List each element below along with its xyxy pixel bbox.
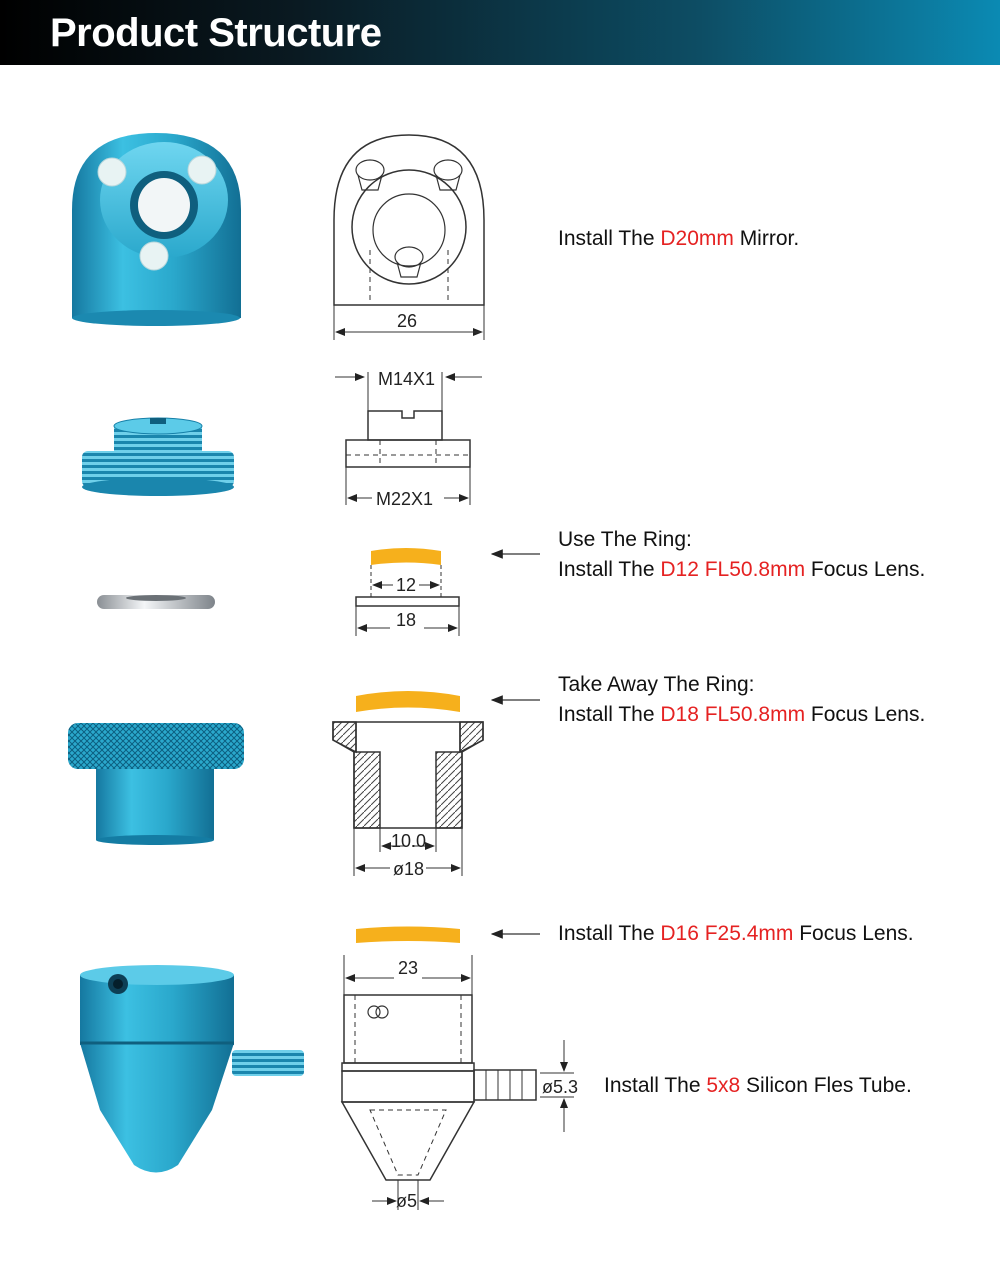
caption-mirror-highlight: D20mm — [660, 227, 734, 250]
knurled-nut-photo — [68, 723, 244, 845]
dimension-ring-inner: 12 — [396, 575, 416, 595]
caption-no-ring-lens-prefix: Install The — [558, 703, 661, 726]
caption-mirror: Install The D20mm Mirror. — [558, 224, 799, 254]
caption-ring-lens-line1: Use The Ring: — [558, 528, 692, 551]
air-nozzle-photo — [80, 965, 304, 1173]
caption-no-ring-lens: Take Away The Ring: Install The D18 FL50… — [558, 670, 925, 730]
caption-nozzle-lens-suffix: Focus Lens. — [793, 922, 914, 945]
lens-ring-drawing — [355, 548, 540, 636]
caption-ring-lens: Use The Ring: Install The D12 FL50.8mm F… — [558, 525, 925, 585]
dimension-width-1: 26 — [397, 311, 417, 331]
dimension-thread-top: M14X1 — [378, 369, 435, 389]
page-title: Product Structure — [50, 11, 382, 55]
caption-nozzle-lens-highlight: D16 F25.4mm — [660, 922, 794, 945]
caption-ring-lens-prefix: Install The — [558, 558, 661, 581]
dimension-tip: ø5 — [396, 1191, 417, 1211]
lens-ring-photo — [97, 595, 215, 609]
caption-mirror-suffix: Mirror. — [733, 227, 800, 250]
knurled-nut-drawing — [332, 691, 540, 876]
caption-nozzle-lens-prefix: Install The — [558, 922, 661, 945]
air-nozzle-drawing — [340, 926, 574, 1210]
dimension-tube: ø5.3 — [542, 1077, 578, 1097]
threaded-adapter-drawing — [335, 372, 482, 505]
mirror-mount-drawing — [333, 134, 485, 340]
caption-no-ring-lens-suffix: Focus Lens. — [805, 703, 926, 726]
caption-silicone-tube-prefix: Install The — [604, 1074, 707, 1097]
caption-silicone-tube: Install The 5x8 Silicon Fles Tube. — [604, 1071, 912, 1101]
header-banner: Product Structure — [0, 0, 1000, 65]
threaded-adapter-photo — [82, 417, 234, 496]
caption-ring-lens-highlight: D12 FL50.8mm — [660, 558, 806, 581]
caption-mirror-prefix: Install The — [558, 227, 661, 250]
caption-nozzle-lens: Install The D16 F25.4mm Focus Lens. — [558, 919, 914, 949]
caption-silicone-tube-highlight: 5x8 — [706, 1074, 741, 1097]
dimension-thread-bottom: M22X1 — [376, 489, 433, 509]
caption-ring-lens-suffix: Focus Lens. — [805, 558, 926, 581]
dimension-bore: 10.0 — [391, 831, 426, 851]
caption-ring-lens-line2: Install The D12 FL50.8mm Focus Lens. — [558, 555, 925, 585]
caption-no-ring-lens-line2: Install The D18 FL50.8mm Focus Lens. — [558, 700, 925, 730]
dimension-nozzle-width: 23 — [398, 958, 418, 978]
dimension-ring-outer: 18 — [396, 610, 416, 630]
caption-no-ring-lens-highlight: D18 FL50.8mm — [660, 703, 806, 726]
mirror-mount-photo — [72, 133, 241, 326]
caption-silicone-tube-suffix: Silicon Fles Tube. — [740, 1074, 912, 1097]
dimension-nut-outer: ø18 — [393, 859, 424, 879]
caption-no-ring-lens-line1: Take Away The Ring: — [558, 673, 755, 696]
